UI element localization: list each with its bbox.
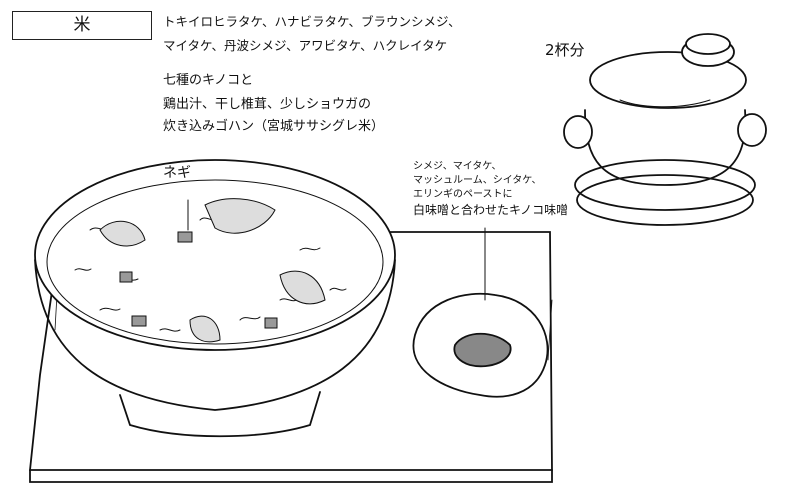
- miso-note-2: マッシュルーム、シイタケ、: [413, 175, 542, 186]
- description-line-2: 鶏出汁、干し椎茸、少しショウガの: [163, 97, 372, 112]
- ingredients-line-2: マイタケ、丹波シメジ、アワビタケ、ハクレイタケ: [163, 38, 448, 53]
- description-line-3: 炊き込みゴハン（宮城ササシグレ米）: [163, 119, 385, 134]
- miso-note-3: エリンギのペーストに: [413, 189, 513, 200]
- title-box: 米: [12, 11, 152, 40]
- donabe-pot: [563, 33, 767, 226]
- ingredients-line-1: トキイロヒラタケ、ハナビラタケ、ブラウンシメジ、: [163, 14, 461, 29]
- description-line-1: 七種のキノコと: [163, 73, 254, 88]
- miso-note-4: 白味噌と合わせたキノコ味噌: [413, 203, 569, 217]
- rice-bowl: [34, 159, 396, 438]
- title-label: 米: [73, 15, 91, 35]
- mushroom-miso: [412, 227, 549, 398]
- servings-label: 2杯分: [545, 41, 585, 59]
- garnish-label: ネギ: [163, 165, 191, 181]
- rice-texture: [74, 198, 347, 343]
- miso-note-1: シメジ、マイタケ、: [413, 161, 502, 172]
